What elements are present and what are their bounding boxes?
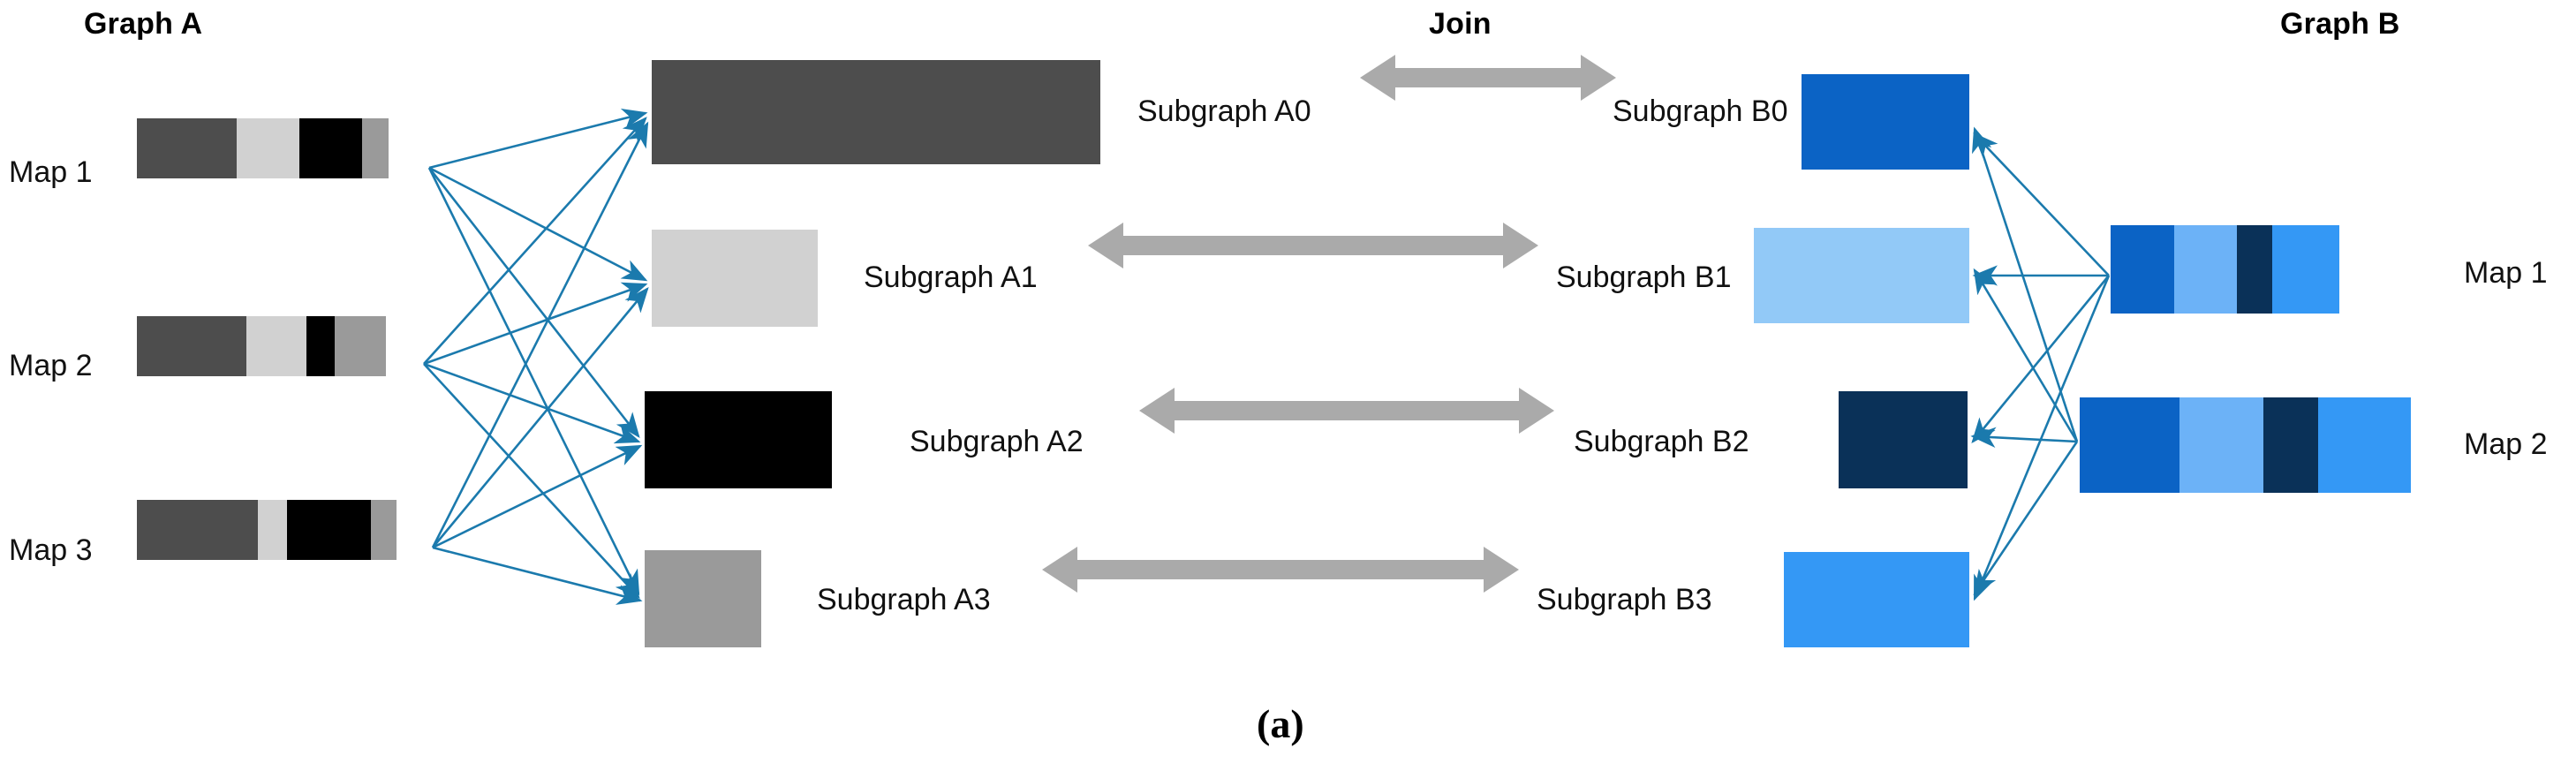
subgraph-b0-box[interactable] — [1802, 74, 1969, 170]
edge-a-map1-a1 — [428, 166, 648, 282]
graph-b-map-1-seg-b3 — [2272, 225, 2339, 314]
edge-a-map1-a2 — [427, 167, 640, 439]
edge-b-map2-b2 — [1970, 427, 2078, 449]
graph-a-map-2-seg-a3 — [335, 316, 386, 376]
graph-a-map-1-seg-a2 — [299, 118, 362, 178]
edge-b-map1-b0 — [1973, 132, 2110, 276]
graph-b-map-2-bar[interactable] — [2080, 397, 2411, 493]
graph-a-map-3-seg-a1 — [258, 500, 287, 560]
edge-a-map2-a0 — [423, 117, 647, 365]
join-arrow-3 — [1042, 547, 1519, 593]
subgraph-b2-label: Subgraph B2 — [1574, 425, 1749, 458]
graph-a-map-2-seg-a1 — [246, 316, 306, 376]
subgraph-a1-label: Subgraph A1 — [864, 261, 1038, 294]
edge-a-map3-a0 — [431, 121, 649, 548]
edge-a-map3-a3 — [432, 546, 643, 605]
graph-a-map-3-seg-a2 — [287, 500, 371, 560]
join-arrow-0 — [1360, 55, 1616, 101]
subgraph-b3-box[interactable] — [1784, 552, 1969, 647]
graph-a-map-1-label: Map 1 — [9, 155, 93, 189]
subgraph-b0-label: Subgraph B0 — [1613, 94, 1788, 128]
edge-b-map2-b0 — [1971, 126, 2079, 442]
edge-a-map1-a0 — [428, 109, 648, 170]
graph-b-map-1-seg-b0 — [2111, 225, 2174, 314]
graph-b-map-2-seg-b3 — [2318, 397, 2411, 493]
subgraph-b1-box[interactable] — [1754, 228, 1969, 323]
subgraph-a0-box[interactable] — [652, 60, 1100, 164]
subgraph-a1-box[interactable] — [652, 230, 818, 327]
figure-caption: (a) — [1257, 701, 1304, 746]
graph-a-map-3-label: Map 3 — [9, 533, 93, 567]
edge-a-map2-a3 — [423, 363, 640, 599]
edge-b-map2-b1 — [1973, 268, 2079, 442]
join-title: Join — [1429, 7, 1492, 41]
edge-b-map2-b3 — [1973, 441, 2079, 596]
graph-b-map-1-seg-b1 — [2174, 225, 2237, 314]
subgraph-a0-label: Subgraph A0 — [1137, 94, 1311, 128]
graph-a-map-3-bar[interactable] — [137, 500, 397, 560]
graph-b-map-2-seg-b0 — [2080, 397, 2179, 493]
graph-a-map-2-bar[interactable] — [137, 316, 386, 376]
subgraph-a3-label: Subgraph A3 — [817, 583, 991, 616]
edge-a-map2-a1 — [423, 282, 648, 366]
subgraph-a3-box[interactable] — [645, 550, 761, 647]
graph-a-map-1-seg-a1 — [237, 118, 299, 178]
graph-a-map-2-seg-a0 — [137, 316, 246, 376]
graph-b-map-1-label: Map 1 — [2464, 256, 2548, 290]
edge-a-map3-a2 — [432, 444, 643, 549]
subgraph-a2-label: Subgraph A2 — [910, 425, 1084, 458]
edge-a-map3-a1 — [431, 286, 649, 548]
graph-b-map-2-label: Map 2 — [2464, 427, 2548, 461]
edge-a-map1-a3 — [427, 167, 640, 596]
graph-a-map-3-seg-a0 — [137, 500, 258, 560]
subgraph-b3-label: Subgraph B3 — [1537, 583, 1712, 616]
join-arrow-2 — [1139, 388, 1554, 434]
graph-a-title: Graph A — [84, 7, 203, 41]
graph-a-map-3-seg-a3 — [371, 500, 397, 560]
graph-b-map-2-seg-b2 — [2263, 397, 2318, 493]
graph-a-map-1-seg-a0 — [137, 118, 237, 178]
subgraph-b2-box[interactable] — [1839, 391, 1968, 488]
graph-a-map-2-seg-a2 — [306, 316, 335, 376]
graph-b-title: Graph B — [2280, 7, 2400, 41]
subgraph-a2-box[interactable] — [645, 391, 832, 488]
subgraph-b1-label: Subgraph B1 — [1556, 261, 1732, 294]
graph-b-map-1-seg-b2 — [2237, 225, 2272, 314]
graph-a-map-1-bar[interactable] — [137, 118, 389, 178]
graph-a-map-1-seg-a3 — [362, 118, 389, 178]
graph-b-map-1-bar[interactable] — [2111, 225, 2339, 314]
join-arrow-1 — [1088, 223, 1538, 268]
graph-b-map-2-seg-b1 — [2179, 397, 2263, 493]
edge-a-map2-a2 — [423, 362, 641, 444]
graph-a-map-2-label: Map 2 — [9, 349, 93, 382]
